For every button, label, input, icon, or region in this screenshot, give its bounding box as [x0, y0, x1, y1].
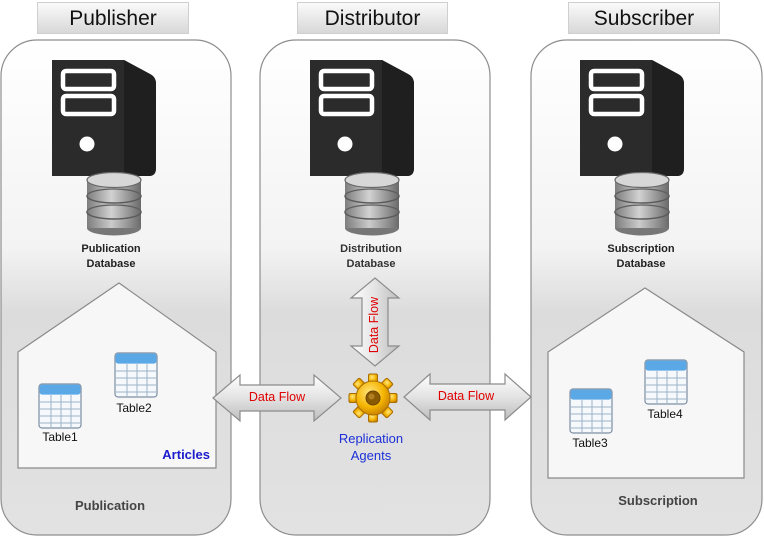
database-label-line: Subscription [607, 243, 675, 255]
right-data-flow-label: Data Flow [437, 389, 495, 403]
publisher-title: Publisher [37, 2, 189, 34]
subscription-database-label: Subscription Database [591, 242, 691, 272]
vertical-data-flow-label: Data Flow [367, 296, 381, 353]
table-icon [38, 383, 82, 429]
articles-label: Articles [162, 447, 210, 462]
server-icon [580, 60, 684, 176]
database-icon [86, 171, 142, 237]
distributor-title: Distributor [297, 2, 448, 34]
database-icon [344, 171, 400, 237]
database-label-line: Database [86, 258, 136, 270]
database-label-line: Database [346, 258, 396, 270]
database-label-line: Database [616, 258, 666, 270]
table-icon [644, 359, 688, 405]
table2-label: Table2 [116, 401, 152, 415]
subscription-label: Subscription [618, 493, 698, 508]
replication-agents-label: Replication Agents [321, 430, 421, 464]
database-label-line: Distribution [340, 243, 402, 255]
server-icon [310, 60, 414, 176]
table4-label: Table4 [647, 407, 683, 421]
table-icon [569, 388, 613, 434]
database-icon [614, 171, 670, 237]
subscriber-title: Subscriber [568, 2, 720, 34]
left-data-flow-arrow [212, 373, 342, 423]
distribution-database-label: Distribution Database [321, 242, 421, 272]
table3-label: Table3 [572, 436, 608, 450]
vertical-data-flow-arrow [349, 277, 401, 367]
table1-label: Table1 [42, 430, 78, 444]
publication-label: Publication [74, 498, 146, 513]
publication-database-label: Publication Database [61, 242, 161, 272]
database-label-line: Publication [81, 243, 141, 255]
agents-label-line: Agents [350, 448, 392, 463]
gear-icon [348, 373, 398, 423]
left-data-flow-label: Data Flow [248, 390, 306, 404]
table-icon [114, 352, 158, 398]
right-data-flow-arrow [403, 372, 532, 422]
server-icon [52, 60, 156, 176]
agents-label-line: Replication [338, 431, 404, 446]
